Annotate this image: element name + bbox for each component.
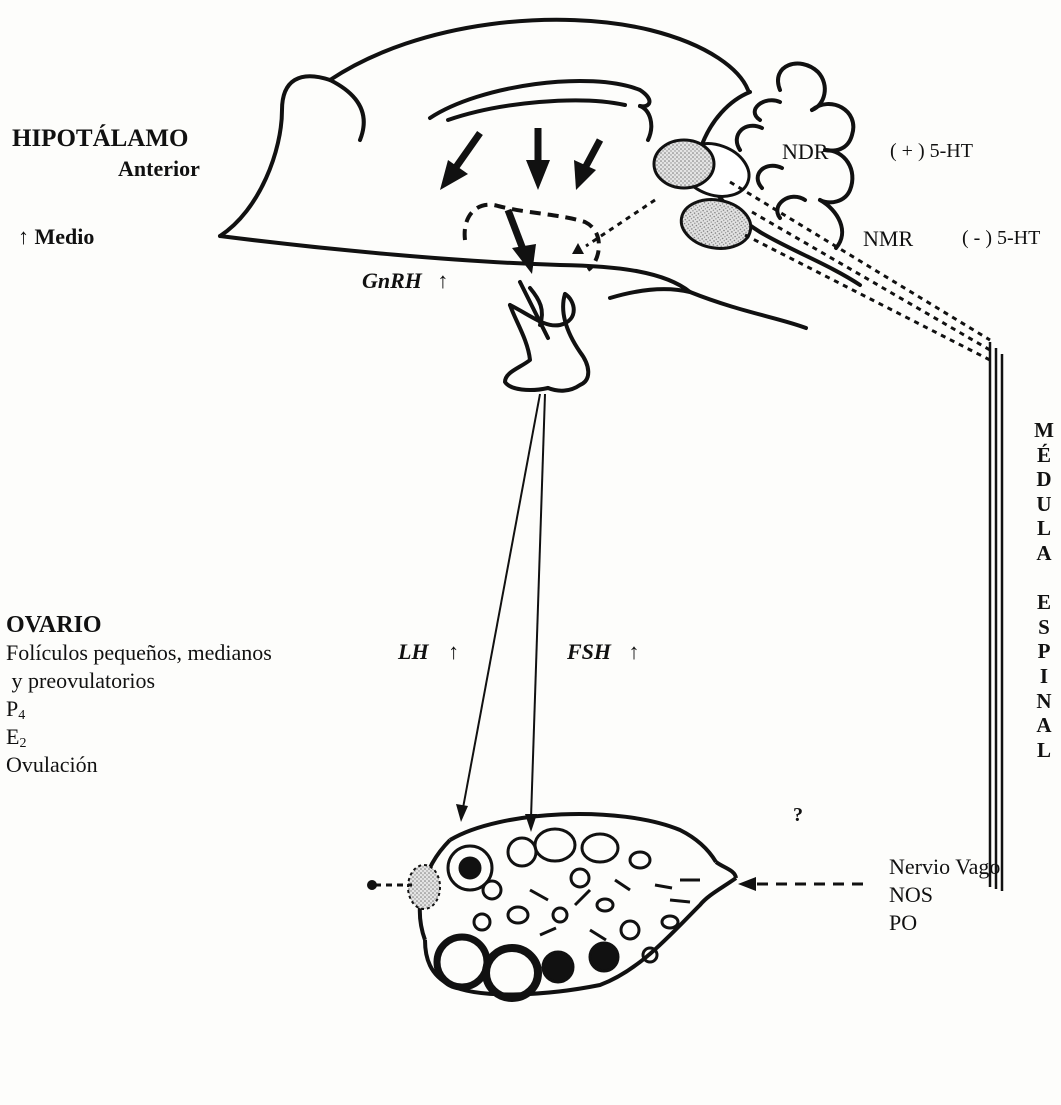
spinal-cord-label: M É D U L A E S P I N A L [1031, 418, 1057, 762]
spinal-letter: A [1031, 713, 1057, 738]
p4-base: P [6, 696, 18, 721]
ovary-follicles-line: Folículos pequeños, medianos [6, 639, 272, 667]
nervio-vago-label: Nervio Vago [889, 853, 1000, 881]
triangle-marker [572, 243, 584, 254]
ovary-drawing [420, 814, 736, 994]
lh-label: LH ↑ [398, 641, 459, 663]
spinal-letter: M [1031, 418, 1057, 443]
ovary-follicles-line2: y preovulatorios [6, 667, 272, 695]
gnrh-up-arrow-icon: ↑ [437, 270, 448, 292]
hypothalamus-medio-row: ↑ Medio [18, 226, 94, 248]
spinal-letter: D [1031, 467, 1057, 492]
raphe-nuclei [654, 135, 756, 254]
e2-base: E [6, 724, 19, 749]
lh-up-arrow-icon: ↑ [448, 641, 459, 663]
fsh-label: FSH ↑ [567, 641, 640, 663]
ovary-title: OVARIO [6, 611, 272, 639]
nmr-label: NMR [863, 228, 913, 250]
spinal-letter: E [1031, 590, 1057, 615]
pituitary-outline [505, 282, 588, 391]
ovary-follicles [437, 829, 700, 998]
ovary-stippled-follicle [408, 865, 440, 909]
spinal-letter: L [1031, 738, 1057, 763]
hormone-arrows [456, 394, 545, 832]
hypothalamus-title: HIPOTÁLAMO [12, 126, 188, 151]
ovary-p4: P4 [6, 695, 272, 723]
spinal-letter: A [1031, 541, 1057, 566]
hypothalamus-anterior-label: Anterior [118, 158, 200, 180]
innervation-arrow [738, 877, 863, 891]
spinal-letter: É [1031, 443, 1057, 468]
p4-sub: 4 [18, 708, 25, 723]
spinal-letter: N [1031, 689, 1057, 714]
ovary-ovulation: Ovulación [6, 751, 272, 779]
spinal-gap [1031, 566, 1057, 591]
nmr-nucleus [677, 194, 754, 253]
innervation-block: Nervio Vago NOS PO [889, 853, 1000, 937]
gnrh-text: GnRH [362, 268, 422, 293]
lh-text: LH [398, 639, 429, 664]
spinal-letter: L [1031, 516, 1057, 541]
medio-up-arrow-icon: ↑ [18, 226, 29, 248]
ndr-nucleus [654, 140, 714, 188]
spinal-letter: P [1031, 639, 1057, 664]
ndr-effect-label: ( + ) 5-HT [890, 141, 973, 161]
fsh-text: FSH [567, 639, 611, 664]
po-label: PO [889, 909, 1000, 937]
nmr-effect-label: ( - ) 5-HT [962, 228, 1040, 248]
nos-label: NOS [889, 881, 1000, 909]
dotted-projections [586, 182, 990, 360]
ndr-label: NDR [782, 141, 828, 163]
ovary-e2: E2 [6, 723, 272, 751]
e2-sub: 2 [19, 736, 26, 751]
hypothalamus-medio-label: Medio [35, 224, 95, 249]
fsh-up-arrow-icon: ↑ [629, 641, 640, 663]
ovary-left-dashed-arrow [367, 880, 412, 890]
question-mark: ? [793, 805, 803, 825]
ovary-text-block: OVARIO Folículos pequeños, medianos y pr… [6, 611, 272, 779]
spinal-cord-lines [990, 342, 1002, 891]
spinal-letter: I [1031, 664, 1057, 689]
spinal-letter: S [1031, 615, 1057, 640]
spinal-letter: U [1031, 492, 1057, 517]
gnrh-label: GnRH ↑ [362, 270, 448, 292]
